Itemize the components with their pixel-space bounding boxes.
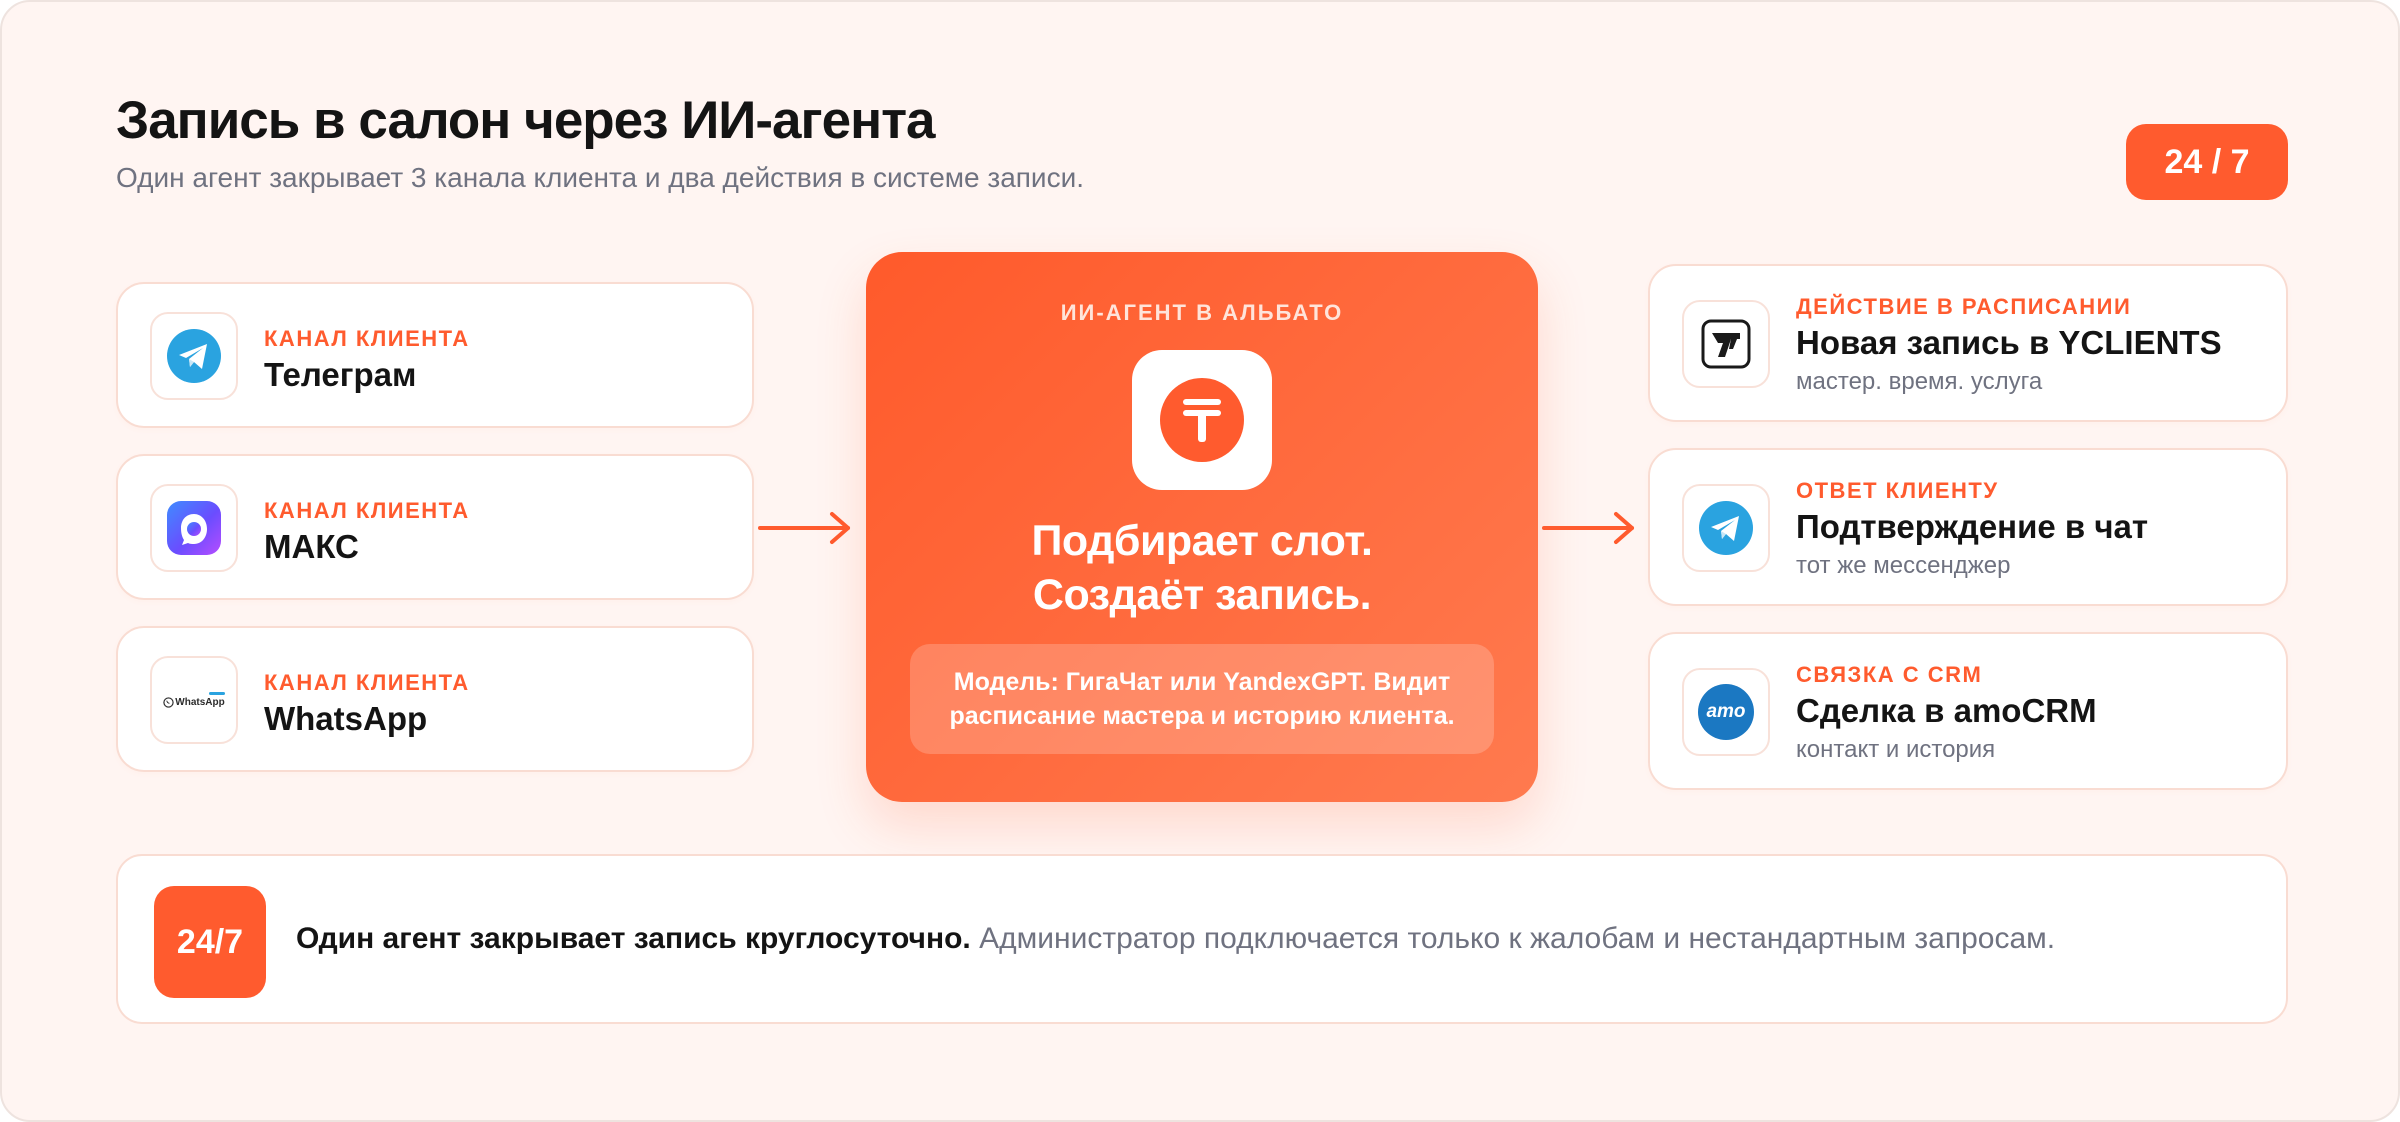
- page-subtitle: Один агент закрывает 3 канала клиента и …: [116, 162, 1084, 193]
- banner-text: Один агент закрывает запись круглосуточн…: [296, 922, 2056, 955]
- banner-badge: 24/7: [154, 886, 266, 998]
- action-tag: ДЕЙСТВИЕ В РАСПИСАНИИ: [1796, 294, 2132, 319]
- agent-model-note: Модель: ГигаЧат или YandexGPT. Видит рас…: [910, 644, 1494, 754]
- channel-card-telegram: КАНАЛ КЛИЕНТА Телеграм: [116, 282, 754, 428]
- channel-name: WhatsApp: [264, 700, 428, 737]
- max-messenger-icon: [150, 484, 238, 572]
- action-tag: СВЯЗКА С CRM: [1796, 662, 1983, 687]
- action-card-amocrm: amo СВЯЗКА С CRM Сделка в amoCRM контакт…: [1648, 632, 2288, 790]
- channel-name: МАКС: [264, 528, 359, 565]
- amocrm-icon: amo: [1682, 668, 1770, 756]
- action-card-confirmation: ОТВЕТ КЛИЕНТУ Подтверждение в чат тот же…: [1648, 448, 2288, 606]
- channel-tag: КАНАЛ КЛИЕНТА: [264, 326, 470, 351]
- channel-tag: КАНАЛ КЛИЕНТА: [264, 670, 470, 695]
- whatsapp-logo: WhatsApp: [150, 656, 238, 744]
- channel-name: Телеграм: [264, 356, 417, 393]
- channel-card-max: КАНАЛ КЛИЕНТА МАКС: [116, 454, 754, 600]
- action-note: мастер. время. услуга: [1796, 368, 2043, 395]
- action-tag: ОТВЕТ КЛИЕНТУ: [1796, 478, 1999, 503]
- availability-badge: 24 / 7: [2126, 124, 2288, 200]
- agent-tag: ИИ-АГЕНТ В АЛЬБАТО: [1060, 300, 1344, 325]
- channel-tag: КАНАЛ КЛИЕНТА: [264, 498, 470, 523]
- telegram-icon: [150, 312, 238, 400]
- yclients-icon: [1682, 300, 1770, 388]
- summary-banner: 24/7 Один агент закрывает запись круглос…: [116, 854, 2288, 1024]
- arrow-right-icon: [1542, 512, 1634, 544]
- telegram-icon: [1682, 484, 1770, 572]
- albato-logo: [1132, 350, 1272, 490]
- action-note: контакт и история: [1796, 736, 1996, 763]
- action-name: Подтверждение в чат: [1796, 508, 2149, 545]
- page-title: Запись в салон через ИИ-агента: [116, 91, 936, 150]
- agent-headline: Подбирает слот. Создаёт запись.: [1031, 517, 1373, 619]
- action-name: Новая запись в YCLIENTS: [1796, 324, 2222, 361]
- action-name: Сделка в amoCRM: [1796, 692, 2097, 729]
- action-card-yclients: ДЕЙСТВИЕ В РАСПИСАНИИ Новая запись в YCL…: [1648, 264, 2288, 422]
- channel-card-whatsapp: WhatsApp КАНАЛ КЛИЕНТА WhatsApp: [116, 626, 754, 772]
- agent-card: ИИ-АГЕНТ В АЛЬБАТО Подбирает слот. Созда…: [866, 252, 1538, 802]
- arrow-right-icon: [758, 512, 850, 544]
- action-note: тот же мессенджер: [1796, 552, 2011, 579]
